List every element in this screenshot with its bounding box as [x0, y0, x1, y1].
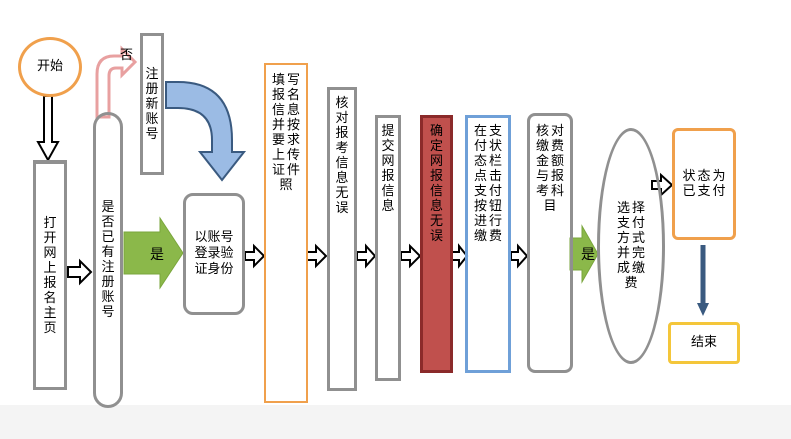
- check-fee-label: 核对 缴费 金额 与报 考科 目: [535, 124, 564, 214]
- arrow-confirm-to-click: [451, 243, 469, 269]
- no-label: 否: [120, 48, 134, 63]
- login-box: 以账号登录验证身份: [183, 193, 245, 315]
- status-paid-label: 状态 为已 支付: [682, 169, 726, 199]
- register-account-label: 注册新账号: [145, 66, 159, 142]
- end-box: 结束: [668, 322, 740, 364]
- verify-info-box: 核对报考信息无误: [327, 87, 357, 391]
- arrow-no-register: [95, 45, 138, 119]
- arrow-fill-to-verify: [306, 243, 328, 269]
- register-account-box: 注册新账号: [140, 33, 164, 175]
- confirm-info-box: 确定网报信息无误: [420, 115, 453, 373]
- choose-pay-ellipse: 选择 支付 方式 并完 成缴 费: [597, 128, 665, 364]
- yes-label-2: 是: [581, 247, 595, 263]
- submit-info-label: 提交网报信息: [381, 124, 395, 214]
- arrow-register-to-login: [165, 81, 247, 182]
- start-node: 开始: [18, 37, 82, 97]
- login-label: 以账号登录验证身份: [194, 230, 234, 277]
- arrow-portal-to-check: [67, 258, 93, 286]
- choose-pay-label: 选择 支付 方式 并完 成缴 费: [616, 201, 645, 291]
- arrow-start-to-portal: [36, 95, 60, 163]
- arrow-status-to-end-head: [697, 303, 709, 316]
- open-portal-box: 打开网上报名主页: [33, 160, 67, 390]
- fill-info-box: 填写 报名 信息 并按 要求 上传 证件 照: [264, 63, 308, 403]
- fill-info-label: 填写 报名 信息 并按 要求 上传 证件 照: [271, 73, 300, 193]
- submit-info-box: 提交网报信息: [375, 115, 401, 381]
- arrow-login-to-fill: [244, 243, 266, 269]
- arrow-verify-to-submit: [356, 243, 377, 269]
- check-fee-box: 核对 缴费 金额 与报 考科 目: [527, 113, 573, 373]
- arrow-submit-to-confirm: [400, 243, 422, 269]
- bottom-band: [0, 405, 791, 439]
- arrow-click-to-check: [510, 243, 529, 269]
- status-paid-box: 状态 为已 支付: [672, 128, 736, 240]
- end-label: 结束: [690, 335, 717, 350]
- confirm-info-label: 确定网报信息无误: [429, 124, 443, 244]
- click-pay-label: 在支 付状 态栏 点击 支付 按钮 进行 缴费: [473, 124, 502, 244]
- open-portal-label: 打开网上报名主页: [43, 215, 57, 336]
- arrow-yes-to-login: [123, 216, 184, 290]
- click-pay-box: 在支 付状 态栏 点击 支付 按钮 进行 缴费: [465, 115, 511, 373]
- registered-check-label: 是否已有注册账号: [101, 200, 115, 320]
- start-label: 开始: [36, 59, 63, 74]
- verify-info-label: 核对报考信息无误: [335, 96, 349, 216]
- registered-check-box: 是否已有注册账号: [93, 112, 123, 408]
- yes-label-1: 是: [150, 247, 164, 263]
